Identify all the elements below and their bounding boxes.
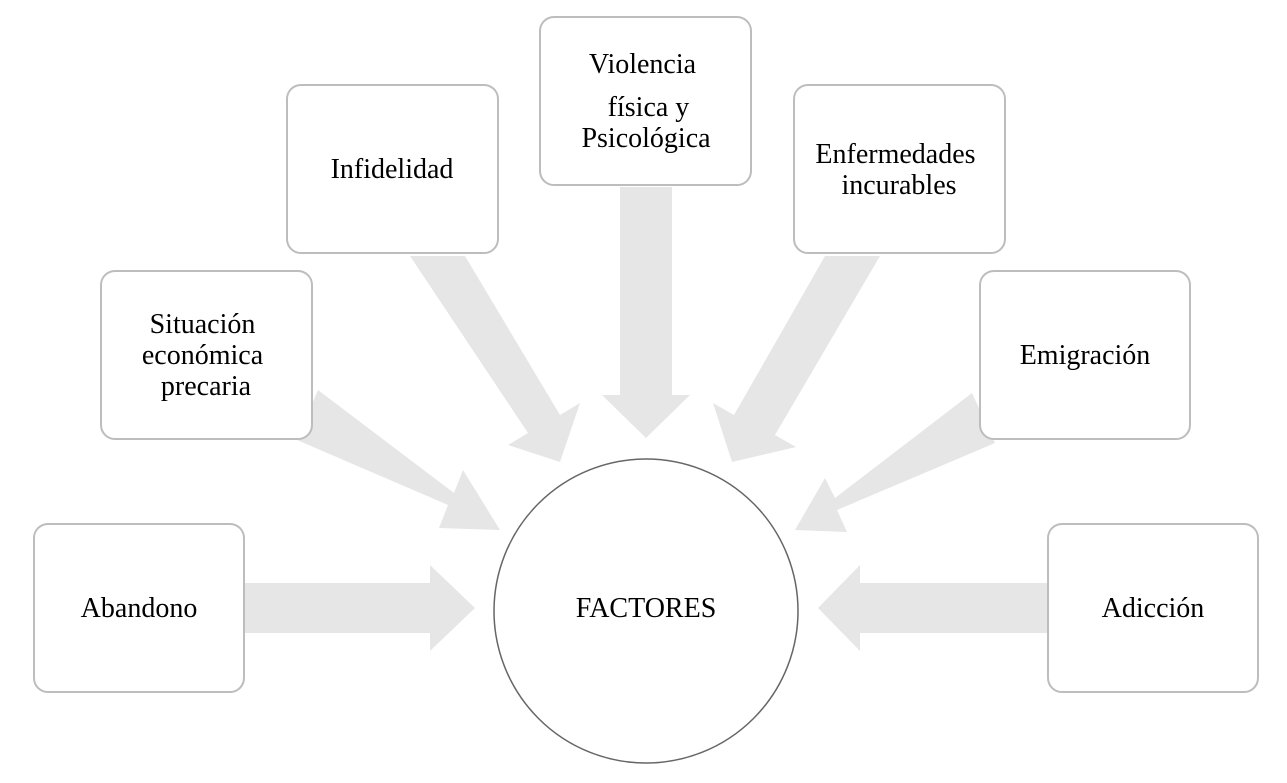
svg-text:Violencia física y: Violencia física y Psicológica <box>581 49 711 154</box>
arrow-violencia <box>602 187 690 438</box>
svg-text:FACTORES: FACTORES <box>576 593 717 624</box>
arrow-enfermedades <box>713 256 880 462</box>
factor-box-infidelidad: Infidelidad <box>286 84 499 254</box>
svg-text:Abandono: Abandono <box>81 593 198 624</box>
svg-text:Situación económica: Situación económica precaria <box>142 309 270 402</box>
factor-box-enfermedades: Enfermedades incurables <box>793 84 1006 254</box>
factor-box-adiccion: Adicción <box>1047 523 1259 693</box>
factor-label: Adicción <box>1102 593 1205 624</box>
svg-text:Adicción: Adicción <box>1102 593 1205 624</box>
factor-label: Abandono <box>81 593 198 624</box>
arrow-adiccion <box>818 565 1047 651</box>
factor-label: precaria <box>161 371 252 402</box>
arrow-emigracion <box>795 393 995 532</box>
factor-label: Emigración <box>1020 340 1151 371</box>
factor-box-emigracion: Emigración <box>979 270 1191 440</box>
factor-label: física y <box>608 92 690 123</box>
arrow-infidelidad <box>410 256 580 462</box>
factor-label: económica <box>142 340 264 371</box>
arrow-situacion <box>297 390 500 530</box>
center-node: FACTORES <box>493 458 799 764</box>
factor-box-violencia: Violencia física y Psicológica <box>539 16 752 186</box>
factor-box-abandono: Abandono <box>33 523 245 693</box>
arrow-abandono <box>245 565 475 651</box>
arrows <box>245 187 1047 651</box>
factor-label: Psicológica <box>581 123 711 154</box>
factor-box-situacion: Situación económica precaria <box>100 270 313 440</box>
factor-label: Infidelidad <box>331 154 454 185</box>
factor-label: incurables <box>841 170 956 201</box>
factor-label: Situación <box>150 309 256 340</box>
factor-label: Violencia <box>589 49 697 80</box>
svg-text:Infidelidad: Infidelidad <box>331 154 454 185</box>
factor-label: Enfermedades <box>815 139 975 170</box>
svg-text:Enfermedades incurables: Enfermedades incurables <box>815 139 982 201</box>
svg-text:Emigración: Emigración <box>1020 340 1151 371</box>
center-label: FACTORES <box>576 593 717 624</box>
